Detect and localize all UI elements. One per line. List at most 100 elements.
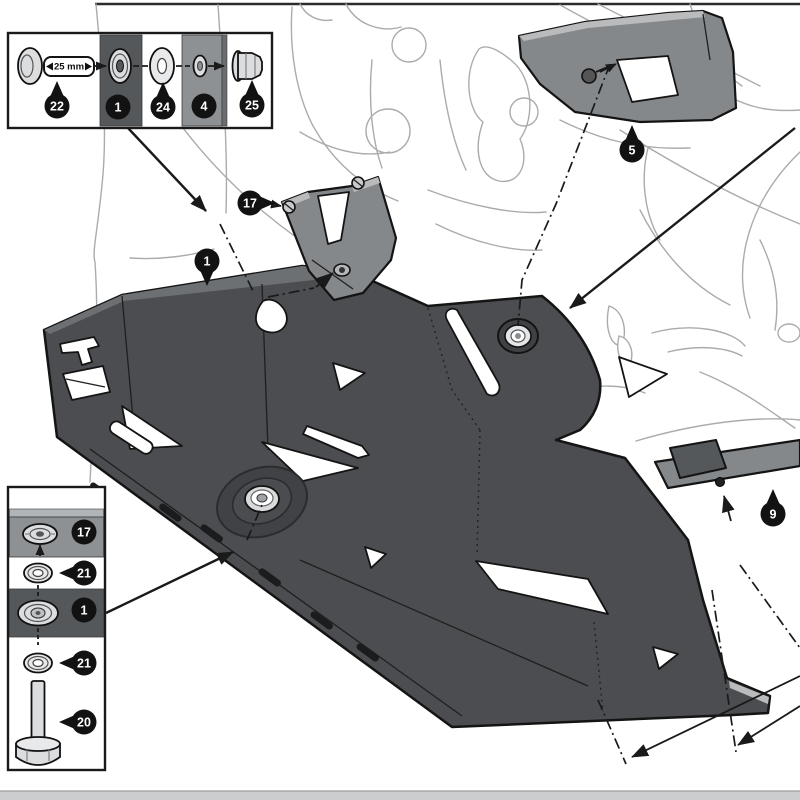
callout-circle [44,93,70,119]
engine-boss [391,27,427,63]
plate-notch [475,560,609,615]
plate-fold [121,295,134,420]
callout-circle [71,519,97,545]
axis-rear-mount [739,564,800,649]
side-bracket-highlight [519,11,705,41]
plate-notch [261,441,359,482]
construction-lines [105,63,800,649]
grommet-hole [35,611,41,615]
callout-number: 17 [243,197,257,211]
engine-contour [699,371,796,429]
callout-22: 22 [44,81,70,119]
flange-nut-25 [231,50,263,82]
washer-ring [27,565,49,581]
seat-hole [36,531,44,537]
callout-circle [71,560,97,586]
flange-slot [356,643,379,662]
front-bracket-hole-center [339,267,345,273]
grommet-hole [515,333,521,339]
callout-number: 21 [77,567,91,581]
callout-tip [156,82,170,98]
engine-contour [643,147,661,241]
leader-top-hardware-box [127,127,207,212]
callout-1-top: 1 [105,94,131,120]
band-edge [221,34,228,127]
plate-cutout-triangle [652,646,679,670]
side-bracket-bolt [581,68,597,84]
callout-circle [194,248,220,274]
engine-contour [651,327,746,347]
axis-center-grommet [246,504,263,541]
callout-number: 25 [245,99,259,113]
washer-hole [32,568,44,578]
callout-plate-1: 1 [194,248,220,286]
front-bracket-17 [280,175,398,302]
callout-number: 24 [156,101,170,115]
plate-cutout-triangle [332,362,366,391]
callout-number: 1 [204,255,211,269]
callout-tip [50,81,64,97]
skid-plate-body [42,264,772,729]
extension-line [711,589,737,753]
engine-boss [509,97,539,127]
callout-number: 9 [770,508,777,522]
bracket17-seat [22,523,58,545]
flange-slot [159,503,182,522]
engine-contour [345,3,402,30]
engine-contour [759,239,778,331]
washer-hole [32,658,44,668]
extension-line [597,699,627,765]
top-hardware-box: 25 mm 22 [6,31,274,130]
bottom-hardware-box: 17 21 1 21 20 [6,485,107,772]
plate-tab-highlight [729,681,769,704]
spacer-hole [197,61,203,71]
callout-circle [71,709,97,735]
engine-contour [299,3,333,22]
callout-tip [200,270,214,286]
callout-number: 4 [201,100,208,114]
washer-ring [27,655,49,671]
callout-circle [239,92,265,118]
callout-number: 1 [115,101,122,115]
bolt-head-ring [20,54,34,78]
callout-24: 24 [150,82,176,120]
swingarm-line [635,418,800,442]
plate-fold-dotted [427,307,481,431]
front-bracket-bolt-slot [352,178,364,188]
flange-slot [258,568,281,587]
callout-tip [259,196,275,210]
callout-tip [245,80,259,96]
front-bracket-notch [317,191,350,245]
callout-bracket-5: 5 [619,125,645,163]
plate-cutout-hook [59,336,100,366]
engine-contour [290,6,399,202]
callout-circle [760,501,786,527]
plate-cutout-teardrop [255,298,288,334]
callout-tip [59,715,75,729]
engine-contour [369,59,383,169]
engine-contour [468,46,531,183]
grommet-1 [17,599,59,627]
plate-cutout-slash [444,307,501,397]
frame-line [725,94,800,112]
rear-mount-9 [653,438,800,490]
grommet-hole [116,59,124,73]
plate-fold [299,559,589,687]
callout-circle [71,597,97,623]
callout-tip [59,656,75,670]
spacer-4 [192,54,208,78]
callout-21b: 21 [59,650,97,676]
engine-contour [427,189,547,214]
plate-cutout-triangle [618,356,668,398]
arrow-to-rear-mount [722,495,735,522]
nut-body [237,52,263,80]
side-bracket-bend [702,13,711,61]
seat-ring [29,527,51,541]
leader-bottom-hardware-box [105,550,234,615]
bottom-strip [0,791,800,800]
plate-cutout-slot [109,420,154,455]
dim-arrow-left-icon [46,62,53,71]
callout-bracket-17: 17 [237,190,275,216]
side-bracket-slot [616,55,679,103]
